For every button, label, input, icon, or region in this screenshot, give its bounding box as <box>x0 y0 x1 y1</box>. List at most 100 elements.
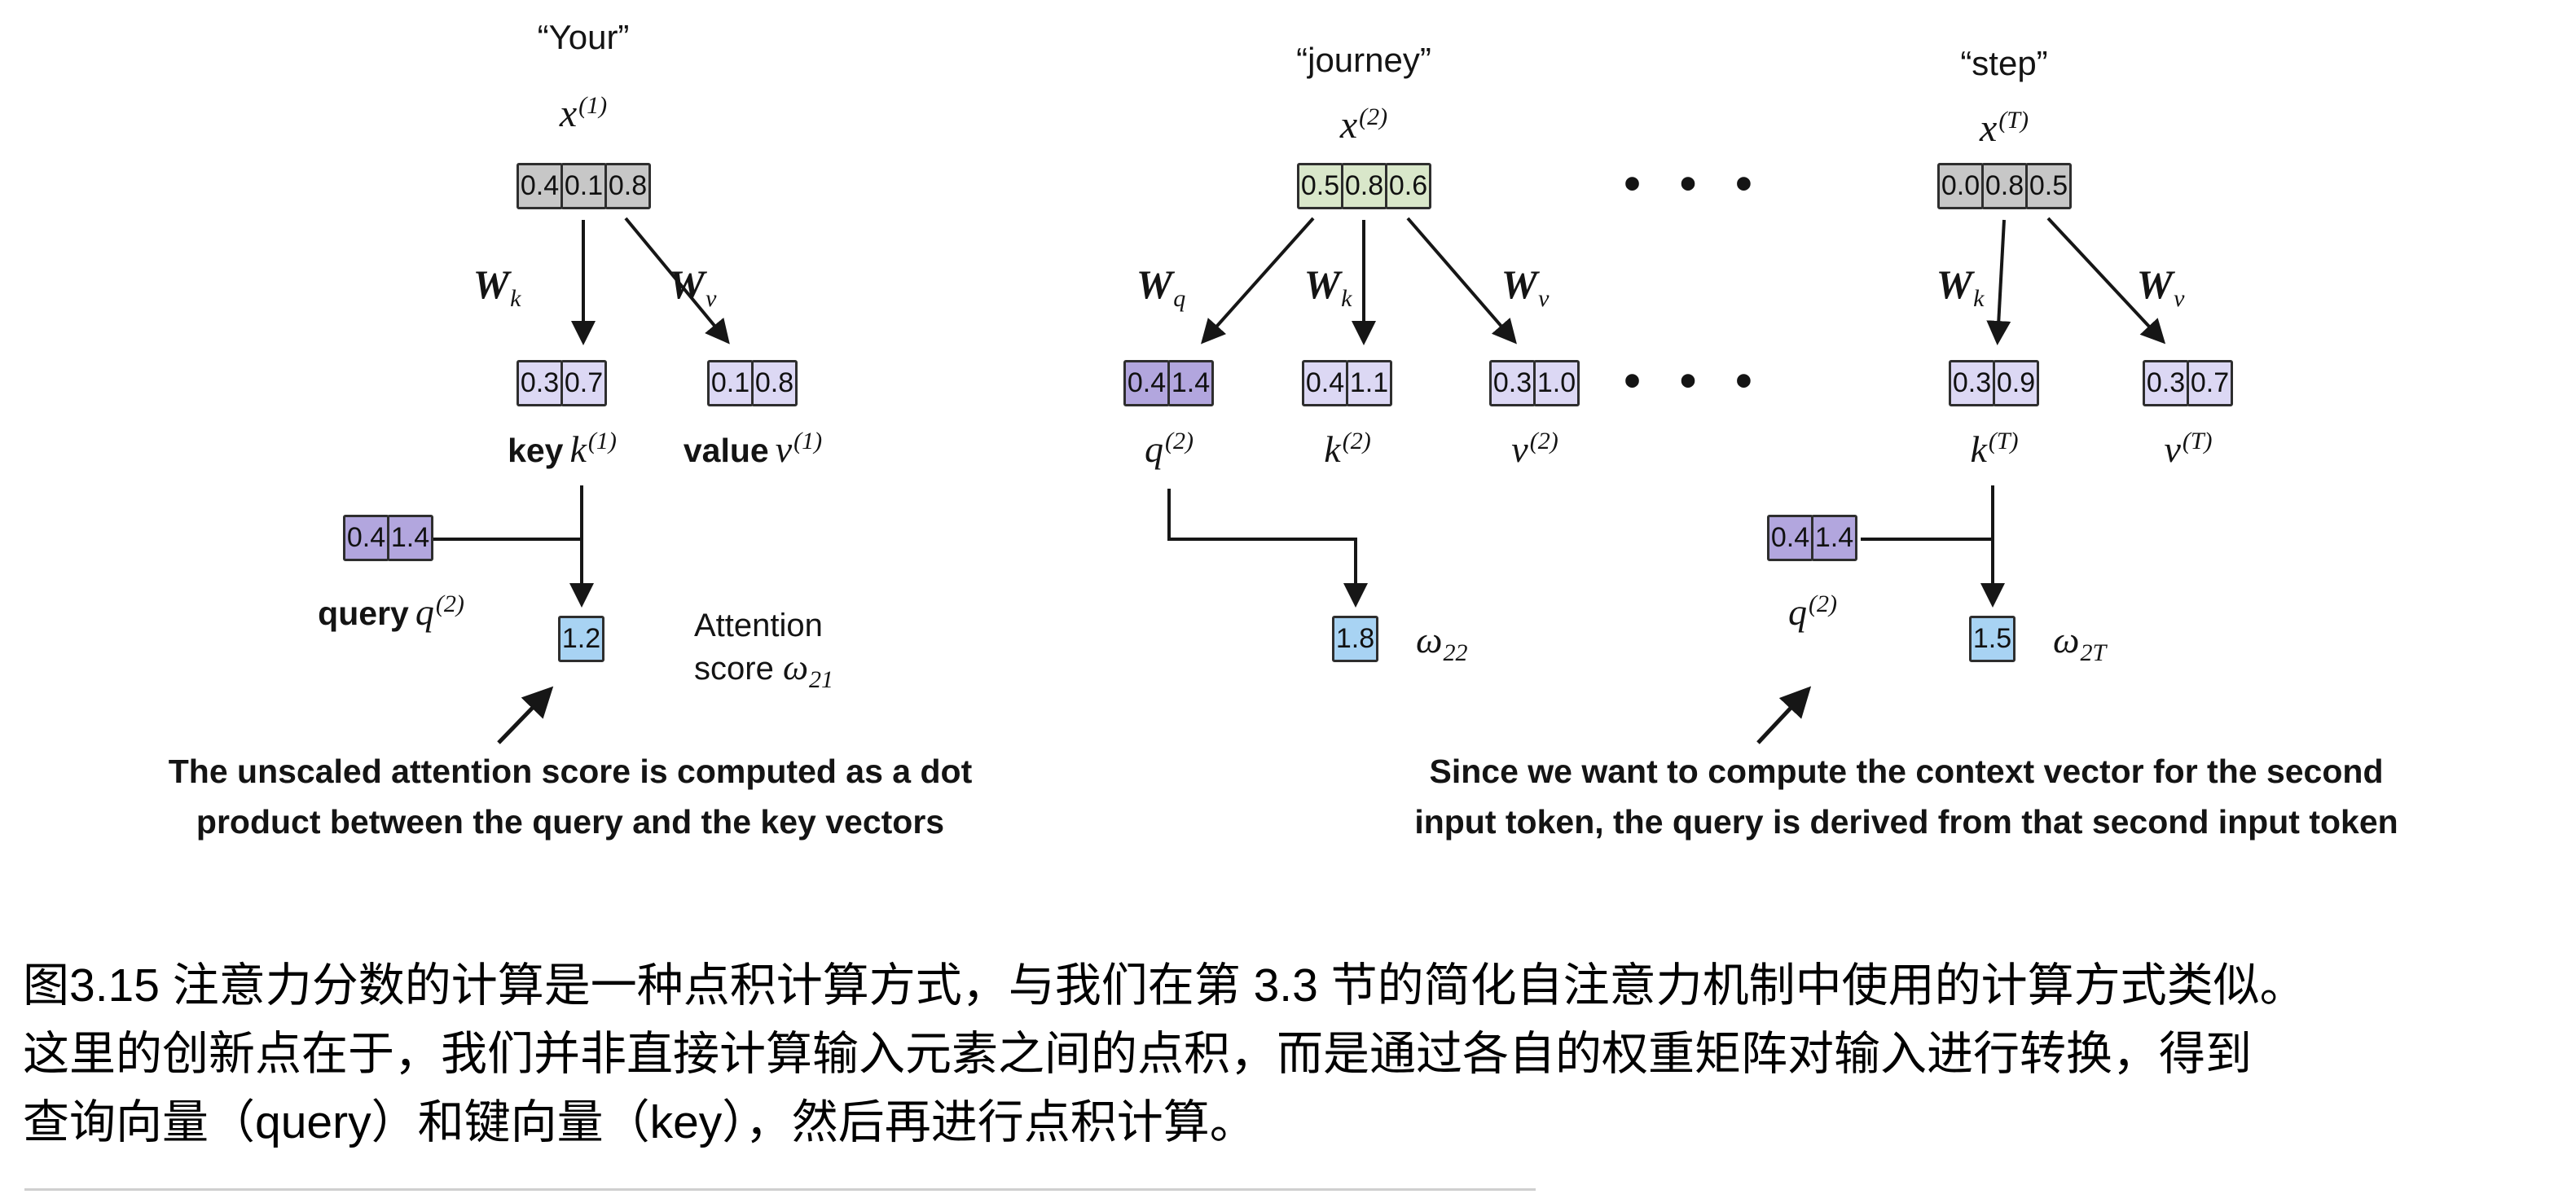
vT-label: v(T) <box>2090 427 2286 471</box>
omega-sub: 22 <box>1443 639 1468 666</box>
q2-vector: 0.4 1.4 <box>1123 360 1214 406</box>
vector-cell: 1.4 <box>1167 360 1214 406</box>
score-cell: 1.2 <box>558 616 604 662</box>
math-var: v <box>1511 428 1528 470</box>
value-v1-vector: 0.1 0.8 <box>707 360 798 406</box>
vector-cell: 0.9 <box>1993 360 2039 406</box>
value-prefix: value <box>683 432 769 469</box>
attention-score-w2T-box: 1.5 <box>1969 616 2016 662</box>
caption-line: 这里的创新点在于，我们并非直接计算输入元素之间的点积，而是通过各自的权重矩阵对输… <box>23 1028 2252 1080</box>
score-label-line2: score ω21 <box>694 647 971 701</box>
math-var: k <box>569 428 587 470</box>
annotation-left: The unscaled attention score is computed… <box>65 746 1075 847</box>
math-var: x <box>1980 107 1998 150</box>
score-cell: 1.5 <box>1969 616 2016 662</box>
math-sub: v <box>1538 285 1550 312</box>
math-var: v <box>775 428 793 470</box>
math-sup: (T) <box>2182 428 2213 454</box>
math-var: x <box>559 92 578 135</box>
vector-cell: 0.8 <box>751 360 798 406</box>
vector-cell: 0.4 <box>1123 360 1170 406</box>
wv-label-col3: Wv <box>2079 261 2242 313</box>
vector-cell: 0.7 <box>2187 360 2233 406</box>
annotation-line: input token, the query is derived from t… <box>1414 803 2398 841</box>
math-var: q <box>1788 591 1807 633</box>
xT-vector: 0.0 0.8 0.5 <box>1937 163 2072 209</box>
vector-cell: 0.3 <box>1489 360 1536 406</box>
math-sup: (1) <box>587 428 617 454</box>
kT-label: k(T) <box>1897 427 2092 471</box>
k2-vector: 0.4 1.1 <box>1302 360 1392 406</box>
math-var: W <box>2136 261 2174 307</box>
math-sub: v <box>706 285 717 312</box>
math-var: x <box>1339 103 1358 147</box>
annotation-line: product between the query and the key ve… <box>196 803 945 841</box>
key-prefix: key <box>508 432 564 469</box>
caption-line: 图3.15 注意力分数的计算是一种点积计算方式，与我们在第 3.3 节的简化自注… <box>23 959 2306 1012</box>
math-sup: (2) <box>435 590 464 617</box>
math-sub: v <box>2174 285 2185 312</box>
math-var: k <box>1970 428 1987 470</box>
wv-label-col2: Wv <box>1444 261 1607 313</box>
v2-label: v(2) <box>1437 427 1633 471</box>
math-sup: (2) <box>1809 590 1837 617</box>
x1-label: x(1) <box>461 91 706 136</box>
vector-cell: 0.4 <box>343 515 389 561</box>
vector-cell: 0.4 <box>1767 515 1813 561</box>
omega-symbol: ω <box>1416 619 1443 661</box>
k2-label: k(2) <box>1250 427 1445 471</box>
query-q2-vector-col1: 0.4 1.4 <box>343 515 433 561</box>
math-sup: (2) <box>1529 428 1558 454</box>
figure-caption: 图3.15 注意力分数的计算是一种点积计算方式，与我们在第 3.3 节的简化自注… <box>23 951 2556 1157</box>
omega-symbol: ω <box>2053 619 2080 661</box>
vector-cell: 1.1 <box>1346 360 1392 406</box>
vector-cell: 0.6 <box>1385 163 1431 209</box>
attention-score-w21-box: 1.2 <box>558 616 604 662</box>
wk-label-col2: Wk <box>1246 261 1409 313</box>
vT-vector: 0.3 0.7 <box>2143 360 2233 406</box>
token-journey: “journey” <box>1296 41 1431 79</box>
vector-cell: 0.5 <box>1297 163 1343 209</box>
score-label-line1: Attention <box>694 608 823 643</box>
vector-cell: 1.4 <box>1811 515 1857 561</box>
vector-cell: 0.7 <box>560 360 607 406</box>
attention-score-w22-box: 1.8 <box>1332 616 1378 662</box>
xT-label: x(T) <box>1882 106 2126 151</box>
score-word: score <box>694 651 783 687</box>
omega-sub: 2T <box>2080 639 2107 666</box>
math-var: k <box>1324 428 1341 470</box>
vector-cell: 0.8 <box>1981 163 2028 209</box>
omega-22-label: ω22 <box>1416 617 1595 667</box>
vector-cell: 0.3 <box>517 360 563 406</box>
math-var: W <box>473 261 510 307</box>
query-q2-label-col3: q(2) <box>1715 590 1910 634</box>
score-cell: 1.8 <box>1332 616 1378 662</box>
q2-label: q(2) <box>1071 427 1267 471</box>
math-sup: (T) <box>1998 107 2029 134</box>
vector-cell: 0.3 <box>2143 360 2189 406</box>
math-var: q <box>415 591 434 633</box>
attention-score-w21-label: Attention score ω21 <box>694 604 971 701</box>
key-k1-vector: 0.3 0.7 <box>517 360 607 406</box>
math-sub: k <box>510 285 521 312</box>
math-var: q <box>1145 428 1163 470</box>
bottom-divider <box>24 1188 1536 1191</box>
omega-sub: 21 <box>809 666 834 693</box>
math-var: v <box>2164 428 2181 470</box>
vector-cell: 0.4 <box>1302 360 1348 406</box>
v2-vector: 0.3 1.0 <box>1489 360 1580 406</box>
math-sub: k <box>1341 285 1352 312</box>
annotation-line: The unscaled attention score is computed… <box>168 753 973 790</box>
wk-label-col3: Wk <box>1879 261 2042 313</box>
math-sup: (2) <box>1165 428 1193 454</box>
ellipsis-bottom: • • • <box>1624 354 1765 407</box>
x2-vector: 0.5 0.8 0.6 <box>1297 163 1431 209</box>
vector-cell: 1.0 <box>1533 360 1580 406</box>
math-sub: q <box>1173 285 1186 312</box>
annotation-right: Since we want to compute the context vec… <box>1336 746 2477 847</box>
query-prefix: query <box>318 595 409 632</box>
math-sup: (2) <box>1342 428 1371 454</box>
math-var: W <box>1936 261 1973 307</box>
